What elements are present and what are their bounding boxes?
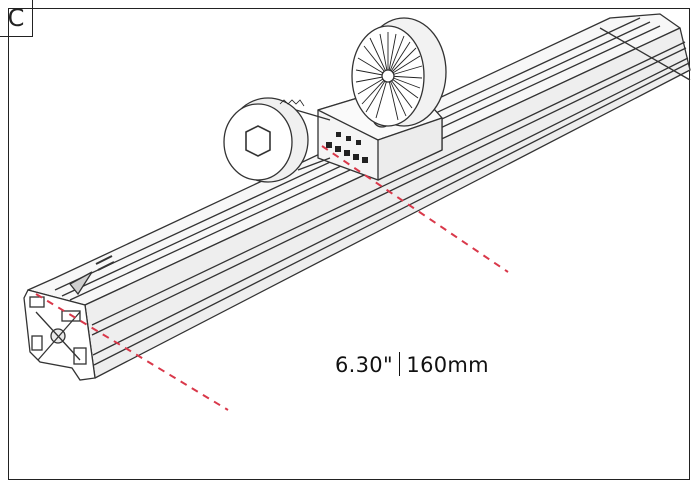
guide-lines — [35, 145, 509, 411]
hex-collar — [223, 97, 331, 183]
measurement-separator — [398, 352, 401, 376]
guide-line-far — [321, 145, 509, 273]
guide-line-near — [35, 293, 229, 411]
step-label: C — [0, 0, 33, 37]
measurement-imperial: 6.30" — [335, 353, 393, 377]
measurement-label: 6.30" 160mm — [335, 352, 489, 377]
measurement-metric: 160mm — [406, 353, 489, 377]
index-teeth — [326, 132, 368, 163]
collar-serrations — [279, 99, 305, 107]
serrated-wheel — [351, 17, 447, 127]
wheel-serrations — [355, 32, 423, 121]
profile-end-section — [23, 255, 115, 381]
step-letter: C — [7, 4, 25, 32]
